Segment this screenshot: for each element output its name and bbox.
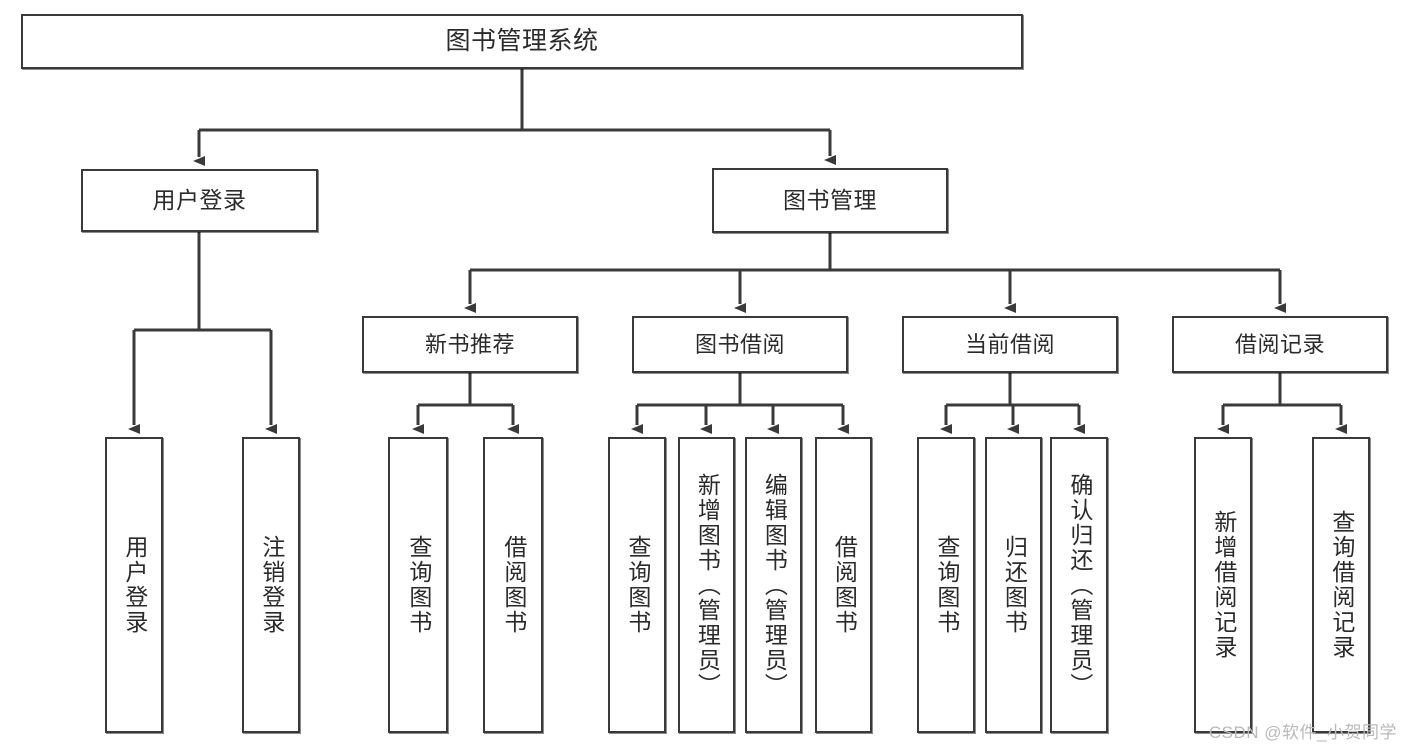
leaf-query-book-2-label: 查询图书 [624, 535, 651, 635]
node-new-book-recommend[interactable]: 新书推荐 [362, 316, 578, 373]
leaf-edit-book-label: 编辑图书（管理员） [761, 472, 788, 698]
leaf-user-login[interactable]: 用户登录 [105, 437, 163, 733]
leaf-return-book[interactable]: 归还图书 [985, 437, 1042, 733]
leaf-query-book-1[interactable]: 查询图书 [388, 437, 448, 733]
node-book-borrow-label: 图书借阅 [694, 331, 785, 357]
node-borrow-record[interactable]: 借阅记录 [1172, 316, 1388, 373]
leaf-logout[interactable]: 注销登录 [242, 437, 300, 733]
leaf-add-book-label: 新增图书（管理员） [694, 472, 721, 698]
leaf-query-record[interactable]: 查询借阅记录 [1312, 437, 1370, 733]
leaf-query-book-1-label: 查询图书 [405, 535, 432, 635]
leaf-add-book[interactable]: 新增图书（管理员） [678, 437, 735, 733]
node-borrow-record-label: 借阅记录 [1234, 331, 1325, 357]
leaf-logout-label: 注销登录 [258, 535, 285, 635]
leaf-query-record-label: 查询借阅记录 [1328, 510, 1355, 660]
node-book-manage-label: 图书管理 [783, 186, 877, 213]
leaf-query-book-3[interactable]: 查询图书 [917, 437, 975, 733]
leaf-query-book-3-label: 查询图书 [933, 535, 960, 635]
leaf-confirm-return[interactable]: 确认归还（管理员） [1050, 437, 1108, 733]
leaf-edit-book[interactable]: 编辑图书（管理员） [745, 437, 802, 733]
node-current-borrow[interactable]: 当前借阅 [902, 316, 1118, 373]
leaf-borrow-book-2-label: 借阅图书 [831, 535, 858, 635]
leaf-confirm-return-label: 确认归还（管理员） [1066, 472, 1093, 698]
node-root[interactable]: 图书管理系统 [21, 14, 1023, 69]
node-new-book-recommend-label: 新书推荐 [424, 331, 515, 357]
node-user-login[interactable]: 用户登录 [81, 169, 318, 232]
leaf-return-book-label: 归还图书 [1001, 535, 1028, 635]
node-book-manage[interactable]: 图书管理 [712, 168, 948, 233]
leaf-borrow-book-1[interactable]: 借阅图书 [483, 437, 543, 733]
leaf-add-record[interactable]: 新增借阅记录 [1194, 437, 1252, 733]
leaf-borrow-book-1-label: 借阅图书 [500, 535, 527, 635]
leaf-query-book-2[interactable]: 查询图书 [608, 437, 666, 733]
watermark: CSDN @软件_小贺同学 [1208, 723, 1397, 742]
node-current-borrow-label: 当前借阅 [964, 331, 1055, 357]
node-root-label: 图书管理系统 [445, 26, 599, 55]
leaf-add-record-label: 新增借阅记录 [1210, 510, 1237, 660]
node-user-login-label: 用户登录 [152, 186, 247, 213]
leaf-borrow-book-2[interactable]: 借阅图书 [815, 437, 872, 733]
node-book-borrow[interactable]: 图书借阅 [632, 316, 848, 373]
leaf-user-login-label: 用户登录 [121, 535, 148, 635]
